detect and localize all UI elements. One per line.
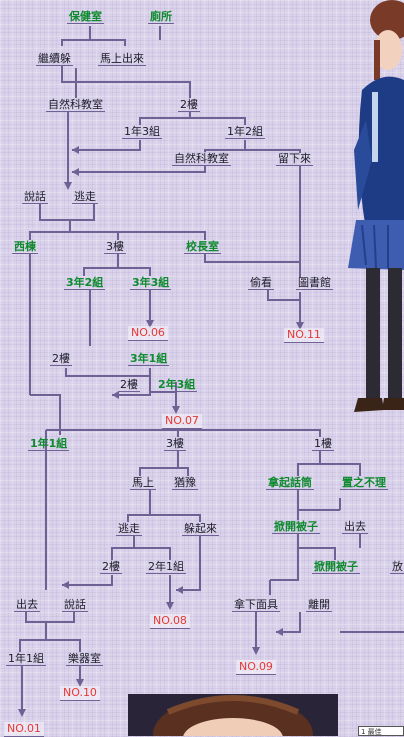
- character-illustration-top: [348, 0, 404, 412]
- choice-toilet: 廁所: [148, 10, 174, 24]
- choice-floor3-a: 3樓: [104, 240, 126, 254]
- ending-no01: NO.01: [4, 722, 44, 737]
- ending-no06: NO.06: [128, 326, 168, 341]
- corner-note: 1 最佳: [358, 726, 404, 736]
- choice-talk-a: 說話: [22, 190, 48, 204]
- choice-principal-room: 校長室: [184, 240, 221, 254]
- choice-hide-up: 躲起來: [182, 522, 219, 536]
- choice-health-room: 保健室: [67, 10, 104, 24]
- choice-class-1-2: 1年2組: [225, 125, 265, 139]
- choice-floor1: 1樓: [312, 437, 334, 451]
- ending-no09: NO.09: [236, 660, 276, 675]
- choice-west-building: 西棟: [12, 240, 38, 254]
- choice-release: 放: [390, 560, 404, 574]
- choice-at-once: 馬上: [130, 476, 156, 490]
- choice-leave: 離開: [306, 598, 332, 612]
- choice-music-room: 樂器室: [66, 652, 103, 666]
- choice-floor2-a: 2樓: [178, 98, 200, 112]
- choice-escape-a: 逃走: [72, 190, 98, 204]
- ending-no10: NO.10: [60, 686, 100, 701]
- choice-class-3-2: 3年2組: [64, 276, 106, 290]
- choice-class-1-1: 1年1組: [28, 437, 70, 451]
- ending-no08: NO.08: [150, 614, 190, 629]
- choice-pick-up-receiver: 拿起話筒: [266, 476, 314, 490]
- choice-library: 圖書館: [296, 276, 333, 290]
- choice-science-room-b: 自然科教室: [172, 152, 231, 166]
- character-illustration-bottom: [128, 694, 338, 736]
- choice-go-out-b: 出去: [14, 598, 40, 612]
- choice-hesitate: 猶豫: [172, 476, 198, 490]
- choice-talk-b: 說話: [62, 598, 88, 612]
- choice-floor2-d: 2樓: [100, 560, 122, 574]
- choice-stay: 留下來: [276, 152, 313, 166]
- choice-class-2-3: 2年3組: [156, 378, 198, 392]
- choice-floor2-b: 2樓: [50, 352, 72, 366]
- choice-go-out-a: 出去: [342, 520, 368, 534]
- choice-peek: 偷看: [248, 276, 274, 290]
- choice-go-out-now: 馬上出來: [98, 52, 146, 66]
- choice-floor3-b: 3樓: [164, 437, 186, 451]
- choice-ignore: 置之不理: [340, 476, 388, 490]
- choice-class-1-1-b: 1年1組: [6, 652, 46, 666]
- choice-class-3-1: 3年1組: [128, 352, 170, 366]
- choice-uncover-quilt-a: 掀開被子: [272, 520, 320, 534]
- ending-no07: NO.07: [162, 414, 202, 429]
- choice-class-3-3: 3年3組: [130, 276, 172, 290]
- choice-escape-b: 逃走: [116, 522, 142, 536]
- choice-science-room-a: 自然科教室: [46, 98, 105, 112]
- choice-class-1-3: 1年3組: [122, 125, 162, 139]
- ending-no11: NO.11: [284, 328, 324, 343]
- choice-class-2-1: 2年1組: [146, 560, 186, 574]
- choice-keep-hiding: 繼續躲: [36, 52, 73, 66]
- choice-uncover-quilt-b: 掀開被子: [312, 560, 360, 574]
- choice-take-off-mask: 拿下面具: [232, 598, 280, 612]
- choice-floor2-c: 2樓: [118, 378, 140, 392]
